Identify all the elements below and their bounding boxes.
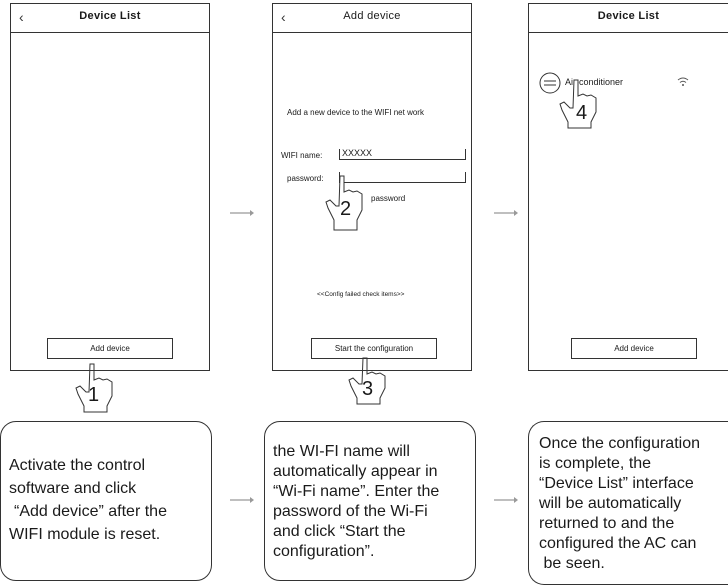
caption-line: Activate the control	[9, 457, 146, 474]
right-arrow-icon	[494, 210, 518, 216]
caption-line: “Add device” after the	[14, 503, 167, 520]
wifi-name-value: XXXXX	[342, 148, 373, 158]
phone-screen-add-device: ‹ Add device Add a new device to the WIF…	[272, 3, 472, 371]
caption-line: “Wi-Fi name”. Enter the	[273, 483, 440, 500]
caption-line: and click “Start the	[273, 523, 406, 540]
step-number-1: 1	[88, 384, 100, 406]
config-failed-link[interactable]: <<Config failed check items>>	[317, 291, 405, 298]
step-number-4: 4	[576, 102, 588, 124]
back-chevron-icon[interactable]: ‹	[19, 9, 24, 25]
add-device-button[interactable]: Add device	[47, 338, 173, 359]
screen-header: Device List	[529, 4, 728, 33]
add-device-prompt: Add a new device to the WIFI net work	[287, 108, 424, 117]
caption-line: WIFI module is reset.	[9, 526, 161, 543]
pointing-hand-icon	[348, 357, 386, 405]
caption-line: configured the AC can	[539, 535, 697, 552]
back-chevron-icon[interactable]: ‹	[281, 9, 286, 25]
step-number-3: 3	[362, 378, 374, 400]
screen-title: Device List	[79, 10, 141, 22]
phone-screen-device-list-configured: Device List Air-conditioner Add device	[528, 3, 728, 371]
caption-line: the WI-FI name will	[273, 443, 410, 460]
caption-line: automatically appear in	[273, 463, 438, 480]
wifi-signal-icon	[677, 77, 689, 86]
caption-line: Once the configuration	[539, 435, 700, 452]
screen-header: ‹ Add device	[273, 4, 471, 33]
password-label: password:	[287, 174, 324, 183]
caption-step-2: the WI-FI name will automatically appear…	[264, 421, 476, 581]
pointing-hand-icon	[559, 79, 597, 129]
add-device-button[interactable]: Add device	[571, 338, 697, 359]
right-arrow-icon	[230, 497, 254, 503]
step-number-2: 2	[340, 198, 352, 220]
start-configuration-button[interactable]: Start the configuration	[311, 338, 437, 359]
phone-screen-device-list: ‹ Device List Add device	[10, 3, 210, 371]
caption-line: configuration”.	[273, 543, 375, 560]
right-arrow-icon	[230, 210, 254, 216]
screen-header: ‹ Device List	[11, 4, 209, 33]
caption-step-3: Once the configuration is complete, the …	[528, 421, 728, 585]
right-arrow-icon	[494, 497, 518, 503]
wifi-name-label: WIFI name:	[281, 151, 323, 160]
caption-line: be seen.	[539, 555, 605, 572]
caption-step-1: Activate the control software and click …	[0, 421, 212, 581]
caption-line: software and click	[9, 480, 137, 497]
device-list-item[interactable]: Air-conditioner	[537, 70, 727, 96]
wifi-name-field[interactable]: XXXXX	[339, 148, 466, 160]
caption-line: “Device List” interface	[539, 475, 694, 492]
device-name: Air-conditioner	[565, 77, 624, 87]
pointing-hand-icon	[325, 175, 363, 231]
caption-line: returned to and the	[539, 515, 675, 532]
pointing-hand-icon	[75, 363, 113, 413]
caption-line: password of the Wi-Fi	[273, 503, 428, 520]
caption-line: will be automatically	[539, 495, 682, 512]
air-conditioner-icon	[539, 72, 561, 94]
caption-line: is complete, the	[539, 455, 652, 472]
screen-title: Add device	[343, 10, 401, 22]
screen-title: Device List	[597, 10, 660, 22]
show-password-label: password	[371, 194, 406, 203]
